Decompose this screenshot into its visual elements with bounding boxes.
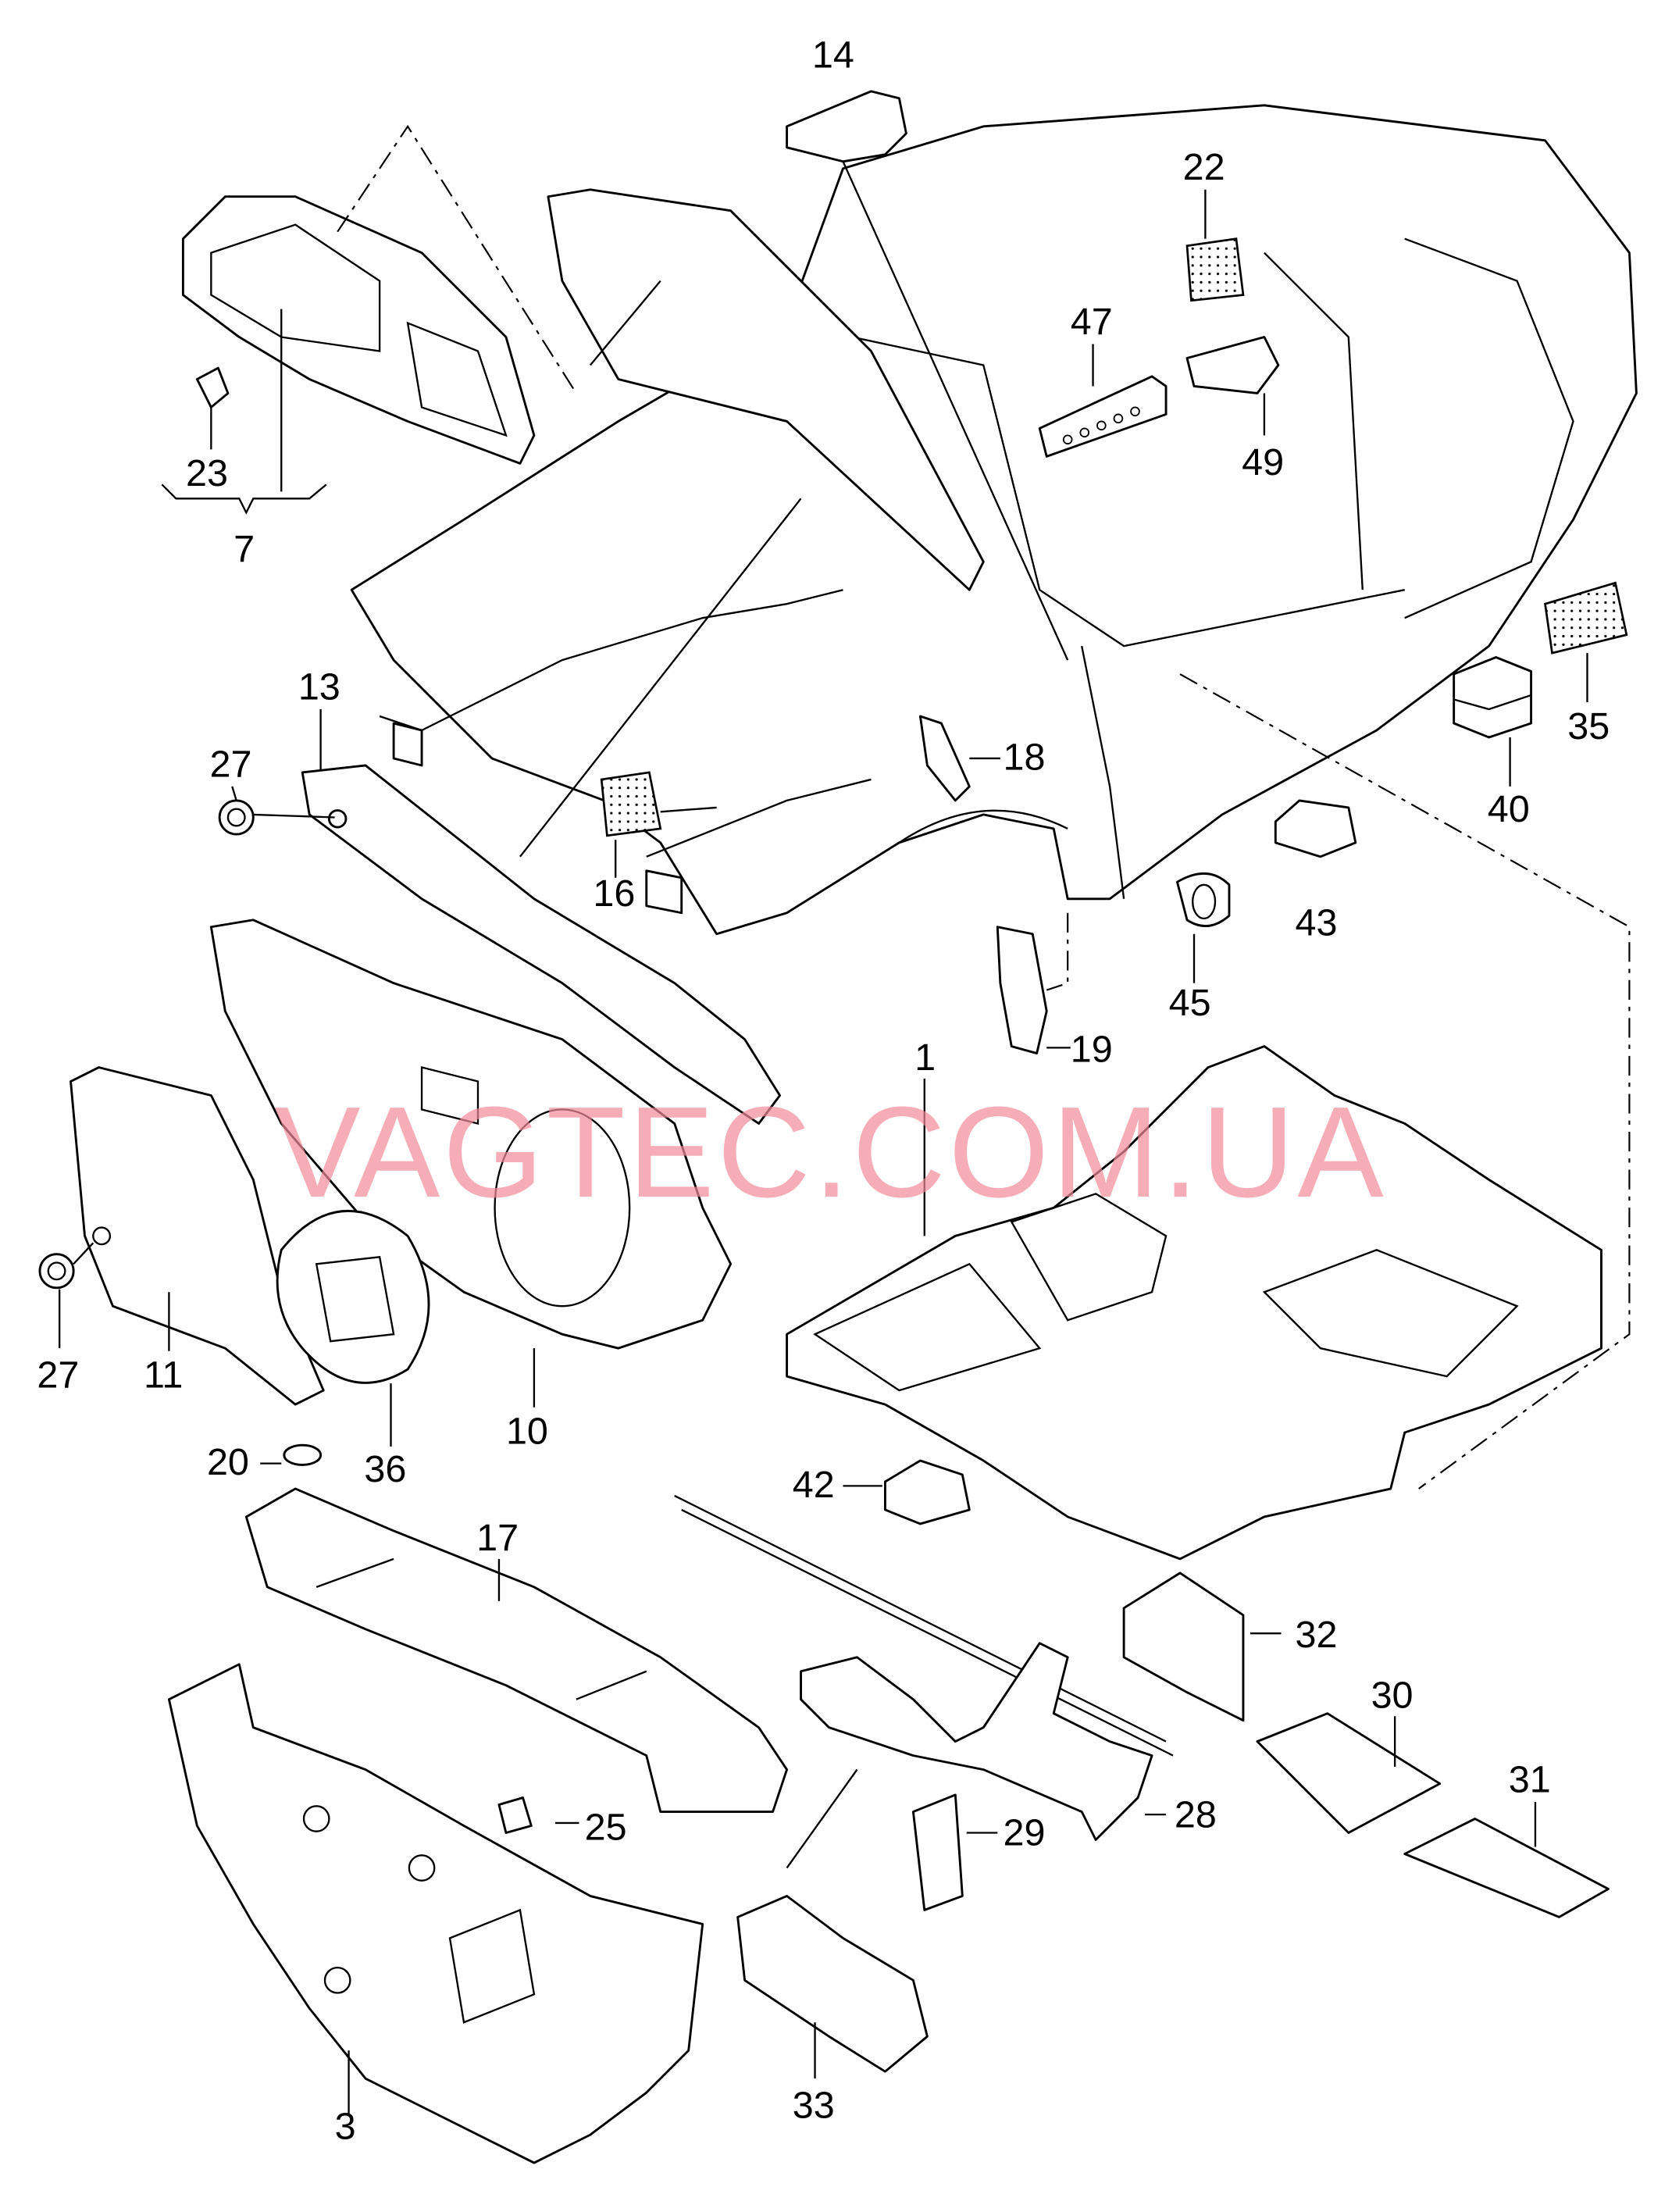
part-28-crossmember [674,1494,1174,1869]
callout-36[interactable]: 36 [364,1448,406,1490]
part-32-insulation-pad [1122,1572,1245,1722]
callout-13[interactable]: 13 [298,665,340,708]
callout-28[interactable]: 28 [1175,1793,1217,1836]
callout-27-lower[interactable]: 27 [37,1354,79,1397]
callout-20[interactable]: 20 [207,1441,249,1483]
part-30-insulation-pad [1256,1712,1442,1834]
part-35-foam-pad [1544,581,1628,655]
part-10-bulkhead-insulation [209,919,733,1350]
part-19-trim-piece [996,926,1048,1055]
callout-42[interactable]: 42 [793,1464,835,1506]
part-7-hood-insulation [181,195,536,465]
part-17-insulation-panel [244,1487,789,1813]
part-27-grommet-lower [38,1253,75,1290]
callout-16[interactable]: 16 [593,872,635,915]
callout-31[interactable]: 31 [1509,1758,1551,1800]
callout-23[interactable]: 23 [186,452,228,494]
callout-10[interactable]: 10 [506,1410,548,1452]
part-25-clip [497,1796,533,1834]
part-16-foam-pad [600,771,662,837]
part-27-grommet [218,799,255,836]
part-14-bracket [786,90,907,163]
callout-3[interactable]: 3 [335,2105,356,2147]
part-43-bracket [1274,799,1357,858]
callout-32[interactable]: 32 [1295,1614,1337,1656]
callout-47[interactable]: 47 [1071,301,1113,343]
part-11-insulation-mat [70,1066,325,1406]
callout-29[interactable]: 29 [1003,1812,1045,1854]
part-40-foam-block [1453,656,1532,739]
part-22-foam-pad [1185,237,1245,302]
part-1-floor-carpet [786,1045,1602,1561]
callout-22[interactable]: 22 [1183,146,1225,188]
callout-45[interactable]: 45 [1169,982,1211,1024]
part-33-insulation-pad [736,1894,929,2073]
callout-35[interactable]: 35 [1567,705,1610,747]
part-29-insulation-pad [911,1793,964,1911]
part-18-wheelarch-trim [918,715,971,802]
part-23-clip [195,366,230,409]
callout-11[interactable]: 11 [144,1354,183,1397]
hood-inner-panel [547,188,985,591]
part-42-damper [883,1459,971,1525]
part-3-bulkhead-insulation-lower [167,1663,704,2164]
callout-labels: 14 22 47 49 23 7 13 27 18 16 35 40 43 45… [37,34,1610,2147]
callout-14[interactable]: 14 [812,34,854,76]
car-body-shell [350,104,1638,936]
part-20-plug [283,1443,323,1466]
callout-43[interactable]: 43 [1295,902,1337,944]
callout-40[interactable]: 40 [1488,788,1530,830]
callout-25[interactable]: 25 [585,1807,627,1849]
part-49-foam-block [1185,336,1280,394]
callout-19[interactable]: 19 [1071,1028,1113,1070]
callout-33[interactable]: 33 [793,2085,835,2127]
callout-18[interactable]: 18 [1003,736,1045,778]
callout-49[interactable]: 49 [1242,441,1284,483]
callout-27-upper[interactable]: 27 [210,743,252,785]
part-36-seal-ring [276,1209,430,1384]
part-45-ring-seal [1175,872,1231,927]
part-13-plenum-seal [301,764,782,1125]
callout-17[interactable]: 17 [476,1517,519,1559]
part-31-insulation-pad [1403,1818,1610,1918]
callout-7[interactable]: 7 [234,528,255,570]
callout-30[interactable]: 30 [1371,1674,1414,1716]
callout-1[interactable]: 1 [914,1036,936,1079]
